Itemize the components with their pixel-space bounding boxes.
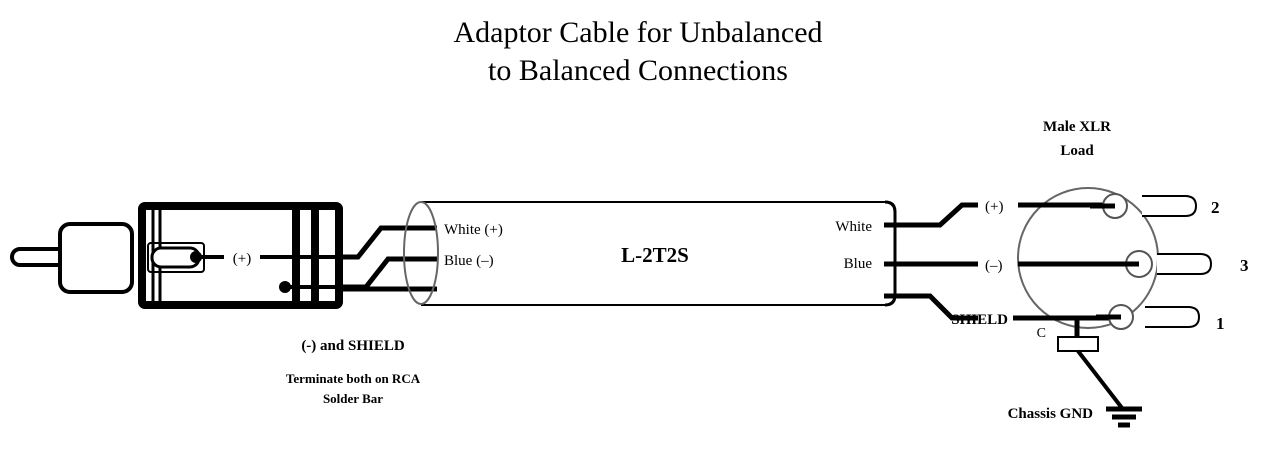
rca-shield-solder-dot	[279, 281, 291, 293]
rca-note: (-) and SHIELD Terminate both on RCA Sol…	[286, 338, 421, 406]
cable-left-cut-ellipse	[403, 201, 439, 305]
xlr-pin-number-1: 1	[1216, 314, 1225, 333]
rca-to-cable-wires	[339, 225, 437, 292]
cable-body: L-2T2S White (+) Blue (–) White Blue	[403, 200, 897, 307]
xlr-male-pin-1	[1145, 306, 1201, 328]
xlr-heading-line2: Load	[1060, 143, 1094, 159]
cable-right-white-label: White	[835, 219, 872, 235]
rca-solder-bar-right	[311, 208, 319, 303]
xlr-male-pin-2	[1142, 195, 1198, 217]
diagram-title-line1: Adaptor Cable for Unbalanced	[453, 16, 822, 49]
rca-center-solder-dot	[190, 251, 202, 263]
rca-connector: (+)	[10, 202, 343, 309]
rca-note-line1: Terminate both on RCA	[286, 371, 421, 386]
xlr-pin-number-2: 2	[1211, 198, 1220, 217]
cable-right-end-cap	[884, 200, 897, 307]
rca-note-line2: Solder Bar	[323, 391, 383, 406]
capacitor-label: C	[1037, 326, 1046, 341]
xlr-male-pin-3	[1157, 253, 1213, 275]
xlr-polarity-label-1: (–)	[985, 258, 1003, 274]
cable-left-blue-label: Blue (–)	[444, 253, 494, 269]
rca-center-pin-label: (+)	[233, 251, 251, 267]
chassis-ground-label: Chassis GND	[1008, 406, 1094, 422]
cable-to-xlr-wires	[884, 202, 978, 321]
capacitor-body	[1057, 336, 1099, 352]
xlr-polarity-label-0: (+)	[985, 199, 1003, 215]
rca-note-heading: (-) and SHIELD	[301, 338, 405, 354]
xlr-pin-number-3: 3	[1240, 256, 1249, 275]
rca-insulator-block	[58, 222, 134, 294]
wire-shield-right	[884, 293, 978, 321]
xlr-polarity-label-2: SHIELD	[951, 312, 1008, 328]
rca-solder-bar-left	[292, 208, 300, 303]
wire-blue-left	[339, 256, 437, 290]
wire-white-left	[339, 225, 437, 260]
rca-plus-label-bg	[224, 247, 260, 267]
xlr-heading-line1: Male XLR	[1043, 119, 1111, 135]
diagram-title-line2: to Balanced Connections	[488, 54, 788, 87]
cable-left-white-label: White (+)	[444, 222, 503, 238]
wire-white-right	[884, 202, 978, 228]
cable-model-label: L-2T2S	[621, 243, 689, 267]
xlr-connector: Male XLR Load (+) (–) SHIELD 2 3 1 C	[951, 119, 1249, 428]
capacitor-ground-lead	[1076, 349, 1124, 410]
cable-right-blue-label: Blue	[844, 256, 873, 272]
